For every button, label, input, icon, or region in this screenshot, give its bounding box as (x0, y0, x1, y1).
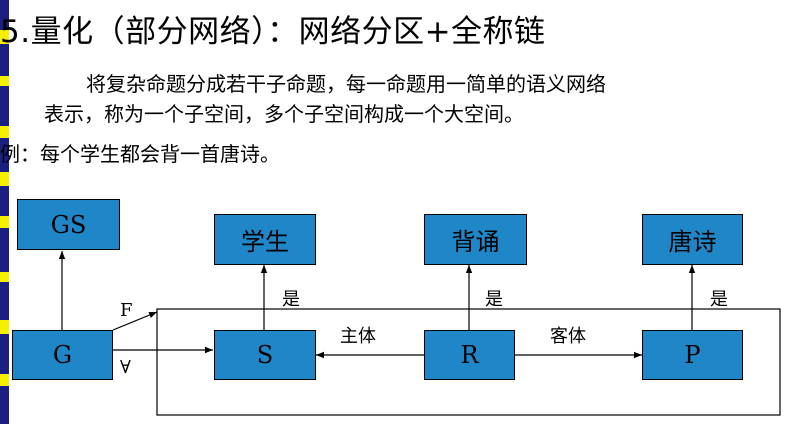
paragraph-line-2: 表示，称为一个子空间，多个子空间构成一个大空间。 (44, 102, 524, 126)
slide-side-stripe (0, 0, 9, 424)
stripe-segment (0, 272, 9, 282)
stripe-segment (0, 126, 9, 138)
stripe-segment (0, 228, 9, 272)
stripe-segment (0, 138, 9, 172)
slide-title: 5.量化（部分网络）：网络分区+全称链 (0, 14, 546, 50)
stripe-segment (0, 282, 9, 320)
stripe-segment (0, 374, 9, 386)
stripe-segment (0, 44, 9, 76)
stripe-segment (0, 186, 9, 216)
stripe-segment (0, 86, 9, 126)
label-subject: 主体 (340, 326, 376, 347)
edge-g-f (112, 311, 158, 331)
stripe-segment (0, 76, 9, 86)
label-is-recite: 是 (485, 289, 503, 310)
label-f: F (120, 300, 133, 321)
stripe-segment (0, 216, 9, 228)
stripe-segment (0, 172, 9, 186)
node-g: G (12, 330, 113, 380)
label-is-student: 是 (282, 289, 300, 310)
node-recite: 背诵 (424, 214, 527, 265)
example-text: 例：每个学生都会背一首唐诗。 (0, 142, 280, 166)
label-forall: ∀ (120, 357, 131, 378)
stripe-segment (0, 386, 9, 424)
label-is-tang-poem: 是 (710, 289, 728, 310)
node-gs: GS (17, 199, 120, 250)
stripe-segment (0, 30, 9, 44)
label-object: 客体 (550, 326, 586, 347)
stripe-segment (0, 334, 9, 374)
stripe-segment (0, 320, 9, 334)
node-r: R (424, 330, 515, 380)
stripe-segment (0, 0, 9, 30)
node-s: S (214, 330, 316, 380)
node-p: P (642, 330, 743, 380)
node-tang-poem: 唐诗 (642, 214, 743, 265)
node-student: 学生 (214, 214, 316, 265)
paragraph-line-1: 将复杂命题分成若干子命题，每一命题用一简单的语义网络 (86, 72, 606, 96)
